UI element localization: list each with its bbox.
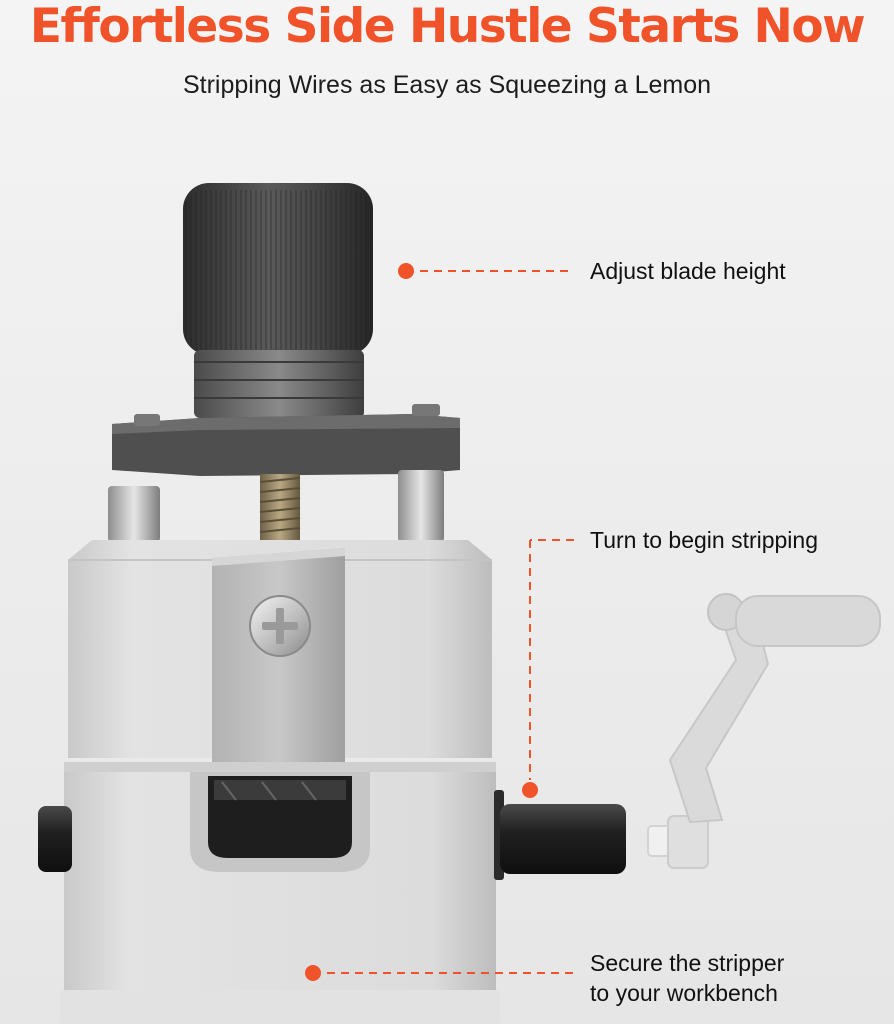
lower-body: [60, 762, 500, 1024]
page-subtitle: Stripping Wires as Easy as Squeezing a L…: [182, 71, 712, 99]
drive-shaft: [494, 790, 626, 880]
callout-adjust-blade-height: Adjust blade height: [590, 258, 786, 284]
hand-crank-icon: [647, 593, 881, 869]
phillips-screw-icon: [249, 595, 311, 657]
callout-turn-crank-marker: [522, 539, 574, 798]
callout-secure-line2: to your workbench: [590, 980, 778, 1006]
callout-secure-line1: Secure the stripper: [590, 950, 785, 976]
callout-secure-marker: [305, 965, 574, 981]
callout-turn-to-strip: Turn to begin stripping: [590, 527, 819, 553]
callout-blade-height-marker: [398, 263, 572, 279]
left-shaft: [38, 806, 72, 872]
callout-secure-workbench: Secure the stripper to your workbench: [590, 948, 784, 1008]
blade-adjust-knob: [183, 183, 373, 418]
blade-plate: [212, 548, 345, 780]
page-title: Effortless Side Hustle Starts Now: [29, 0, 866, 54]
top-bracket: [112, 404, 460, 476]
threaded-rod: [259, 474, 301, 540]
guide-posts: [108, 470, 444, 542]
